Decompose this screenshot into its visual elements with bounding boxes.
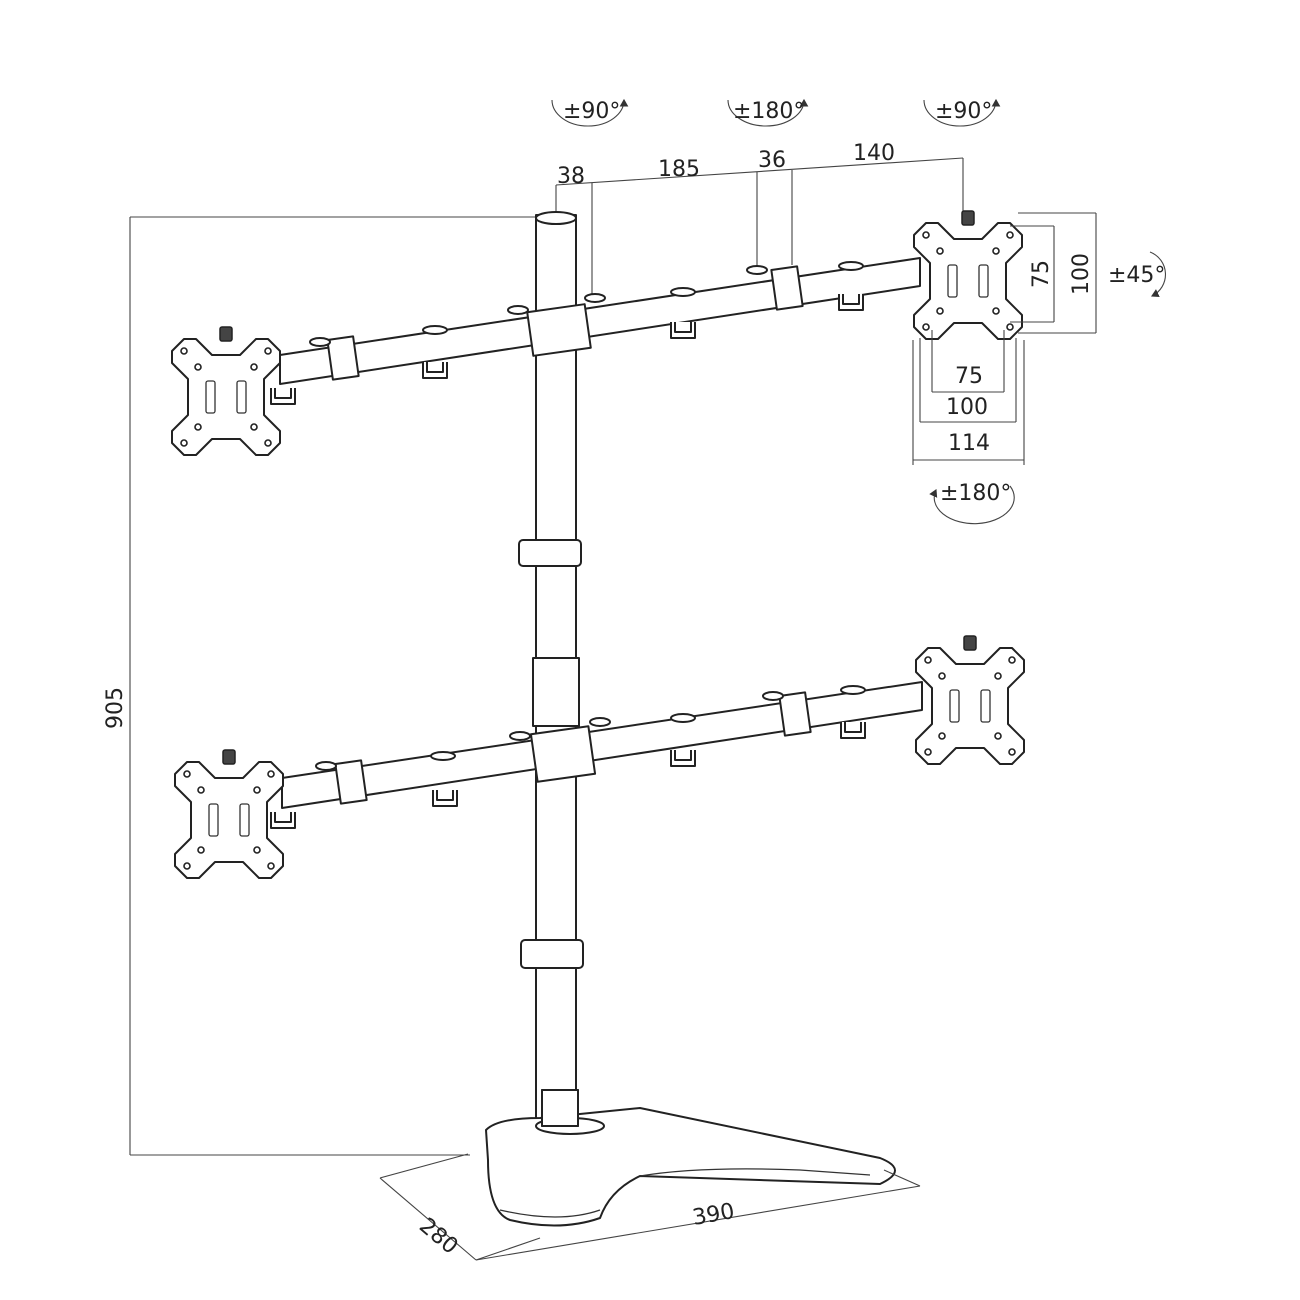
- dim-140-label: 140: [853, 141, 895, 166]
- dim-185-label: 185: [658, 157, 700, 182]
- pole-collar: [532, 657, 580, 727]
- dim-36-label: 36: [758, 148, 786, 173]
- lower-arm: [270, 681, 923, 829]
- vesa-inner-h-label: 75: [1029, 260, 1054, 288]
- vesa-plate-top-right: [913, 210, 1023, 340]
- vesa-plate-bottom-left: [174, 749, 284, 879]
- arm-dimension-line: 38 185 36 140: [555, 141, 964, 295]
- cable-clip-upper: [518, 539, 582, 567]
- base-depth-label: 280: [414, 1213, 462, 1259]
- screen-rotation-label: ±180°: [940, 481, 1011, 506]
- vesa-inner-w-label: 75: [955, 364, 983, 389]
- vesa-dimensions: 75 100 75 100 114: [912, 212, 1097, 465]
- pole: [518, 211, 584, 1136]
- center-swivel-indicator: ±180°: [727, 98, 809, 127]
- right-swivel-label: ±90°: [935, 99, 992, 124]
- vesa-outer-w-label: 100: [946, 395, 988, 420]
- vesa-plate-bottom-right: [915, 635, 1025, 765]
- upper-arm: [270, 257, 921, 405]
- vesa-plate-top-left: [171, 326, 281, 456]
- right-swivel-indicator: ±90°: [923, 98, 1001, 127]
- height-dimension: 905: [103, 216, 536, 1156]
- left-swivel-indicator: ±90°: [551, 98, 629, 127]
- vesa-outer-h-label: 100: [1069, 253, 1094, 295]
- base-width-label: 390: [691, 1199, 737, 1231]
- center-swivel-label: ±180°: [733, 99, 804, 124]
- tilt-label: ±45°: [1108, 263, 1165, 288]
- cable-clip-lower: [520, 939, 584, 969]
- left-swivel-label: ±90°: [563, 99, 620, 124]
- screen-rotation-indicator: ±180°: [929, 481, 1015, 525]
- height-label: 905: [103, 687, 128, 729]
- tilt-indicator: ±45°: [1108, 251, 1166, 298]
- dim-38-label: 38: [557, 164, 585, 189]
- plate-width-label: 114: [948, 431, 990, 456]
- base: [485, 1089, 896, 1227]
